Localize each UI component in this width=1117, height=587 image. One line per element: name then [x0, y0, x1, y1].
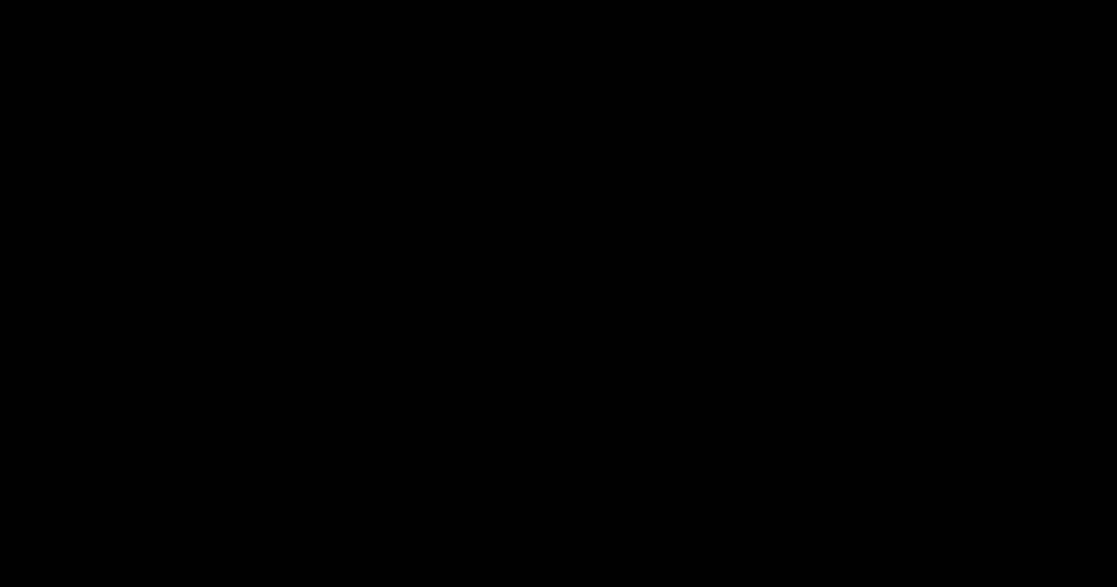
icicle-chart [0, 0, 1117, 587]
